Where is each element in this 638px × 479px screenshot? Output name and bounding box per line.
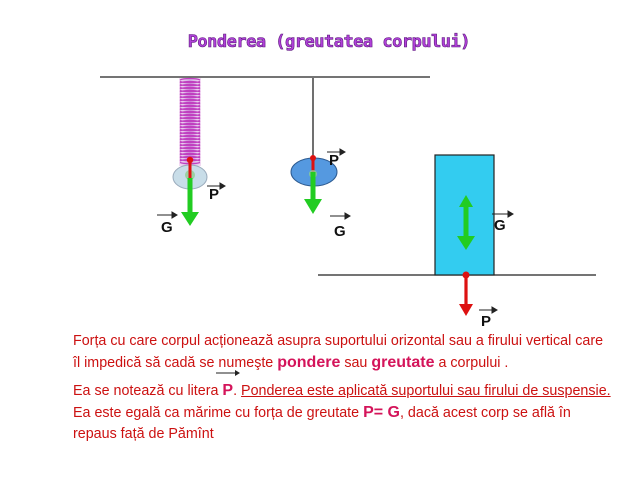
block-ponder-origin (462, 271, 470, 279)
spring-icon (179, 77, 201, 166)
spring-g-label: G (161, 219, 173, 236)
block-weight-arrowhead (457, 236, 475, 250)
ball-weight-arrowhead (304, 199, 322, 214)
p2-text-after: , dacă acest corp se află în repaus față… (73, 405, 571, 442)
ball-p-label: P (329, 152, 340, 169)
letter-p: P (216, 370, 241, 401)
paragraph-1: Forța cu care corpul acționează asupra s… (73, 331, 613, 374)
vector-arrow-icon (216, 370, 241, 376)
p1-text-mid: sau (340, 355, 372, 371)
diagram-canvas (100, 76, 596, 316)
p2-dot: . (233, 383, 242, 399)
paragraph-2: Ea se notează cu litera P. Ponderea este… (73, 370, 613, 445)
p1-text-before: Forța cu care corpul acționează asupra s… (73, 333, 604, 371)
spring-p-label: P (209, 186, 220, 203)
description-text: Forța cu care corpul acționează asupra s… (73, 331, 613, 445)
p2-text-mid: Ea este egală ca mărime cu forța de greu… (73, 405, 364, 421)
term-pondere: pondere (277, 354, 341, 371)
diagram-title: Ponderea (greutatea corpului) (187, 32, 470, 53)
p1-text-after: a corpului . (434, 355, 509, 371)
p2-text-before: Ea se notează cu litera (73, 383, 223, 399)
formula-p-equals-g: P= G (363, 404, 400, 421)
block-ponder-arrowhead (459, 304, 473, 316)
block-p-label: P (481, 313, 492, 330)
block-g-label: G (494, 217, 506, 234)
ball-ponder-origin (310, 155, 316, 161)
term-greutate: greutate (371, 354, 435, 371)
spring-weight-arrowhead (181, 212, 199, 226)
spring-ponder-origin (186, 156, 194, 164)
ball-g-label: G (334, 223, 346, 240)
p2-underlined: Ponderea este aplicată suportului sau fi… (241, 383, 611, 399)
block-weight-arrowtail (459, 195, 473, 207)
